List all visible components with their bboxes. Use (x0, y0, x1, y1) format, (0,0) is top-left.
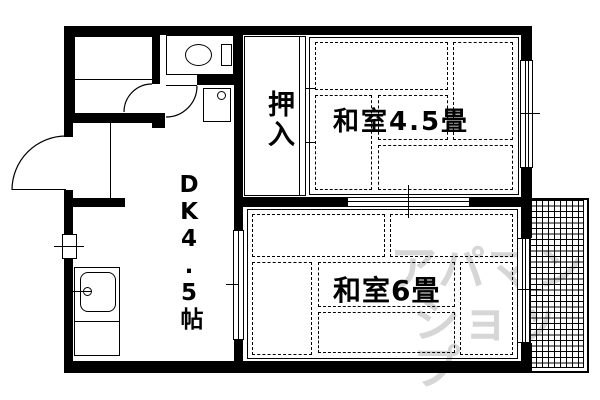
window-tick (54, 246, 84, 247)
wall-right-1 (521, 26, 532, 60)
toilet-door-arc (165, 85, 198, 118)
toilet-icon (185, 44, 212, 66)
tatami-mat (252, 214, 385, 257)
tatami-mat (378, 145, 513, 190)
bathroom-divider-line (75, 79, 152, 80)
window-glass-line (525, 239, 526, 342)
tatami-mat (453, 42, 513, 140)
tatami-mat (315, 42, 448, 90)
balcony-frame (528, 198, 589, 373)
label-dk: DK4.5帖 (176, 172, 202, 331)
wall-divider-east (470, 197, 530, 207)
window-tick (520, 113, 540, 114)
wall-toilet-bottom (197, 75, 243, 85)
kitchen-counter-divider (74, 321, 120, 322)
kitchen-sink-icon (74, 267, 120, 356)
faucet-icon (83, 287, 92, 296)
faucet-line (72, 291, 92, 292)
bathroom-interior (75, 37, 152, 113)
tatami-mat (390, 214, 513, 257)
tatami-mat (318, 312, 455, 353)
window-washitsu45 (520, 60, 533, 168)
tatami-mat (315, 95, 372, 190)
wall-right-3 (521, 343, 532, 373)
sliding-door-inner-line (238, 231, 239, 339)
entry-door-arc (11, 135, 67, 191)
window-glass-line (525, 61, 526, 167)
tatami-mat (460, 262, 513, 355)
tatami-mat (252, 262, 312, 355)
genkan-step-line (110, 123, 111, 198)
wall-genkan-stub (64, 198, 125, 207)
balcony-grid (530, 200, 584, 368)
sliding-door-tick (226, 284, 238, 285)
wall-top (64, 26, 532, 35)
closet-sliding-door-line (299, 36, 300, 196)
sink-basin-icon (80, 272, 116, 312)
entry-door-leaf (12, 189, 66, 190)
wall-divider-west (235, 197, 347, 207)
toilet-tank-icon (221, 44, 232, 66)
closet-door-tick (305, 142, 315, 143)
wall-dk-east-upper (234, 26, 243, 230)
closet-door-tick (305, 88, 315, 89)
wall-bottom (64, 361, 530, 373)
tatami-half-mat (378, 95, 448, 140)
balcony-door-washitsu6 (517, 238, 530, 343)
bathroom-door-opening (150, 84, 162, 113)
wall-dk-east-lower (234, 340, 243, 361)
label-washitsu45: 和室4.5畳 (333, 107, 470, 137)
window-glass-line (522, 239, 523, 342)
toilet-door-leaf (166, 85, 197, 86)
washitsu45-room-frame (309, 37, 519, 195)
sliding-door-tick (408, 185, 409, 218)
label-oshiire: 押入 (263, 90, 294, 150)
washing-machine-faucet-icon (217, 91, 226, 100)
closet-sliding-door-line (305, 36, 306, 196)
wall-left-lower (64, 258, 73, 373)
tatami-mat (318, 262, 455, 307)
window-tick (517, 289, 541, 290)
washing-machine-pan-icon (203, 88, 231, 122)
wall-left-mid (64, 190, 73, 235)
wall-bathroom-corner-stub (152, 113, 165, 128)
window-glass-line (528, 61, 529, 167)
toilet-room-frame (166, 35, 234, 75)
label-washitsu6: 和室6畳 (333, 274, 441, 307)
